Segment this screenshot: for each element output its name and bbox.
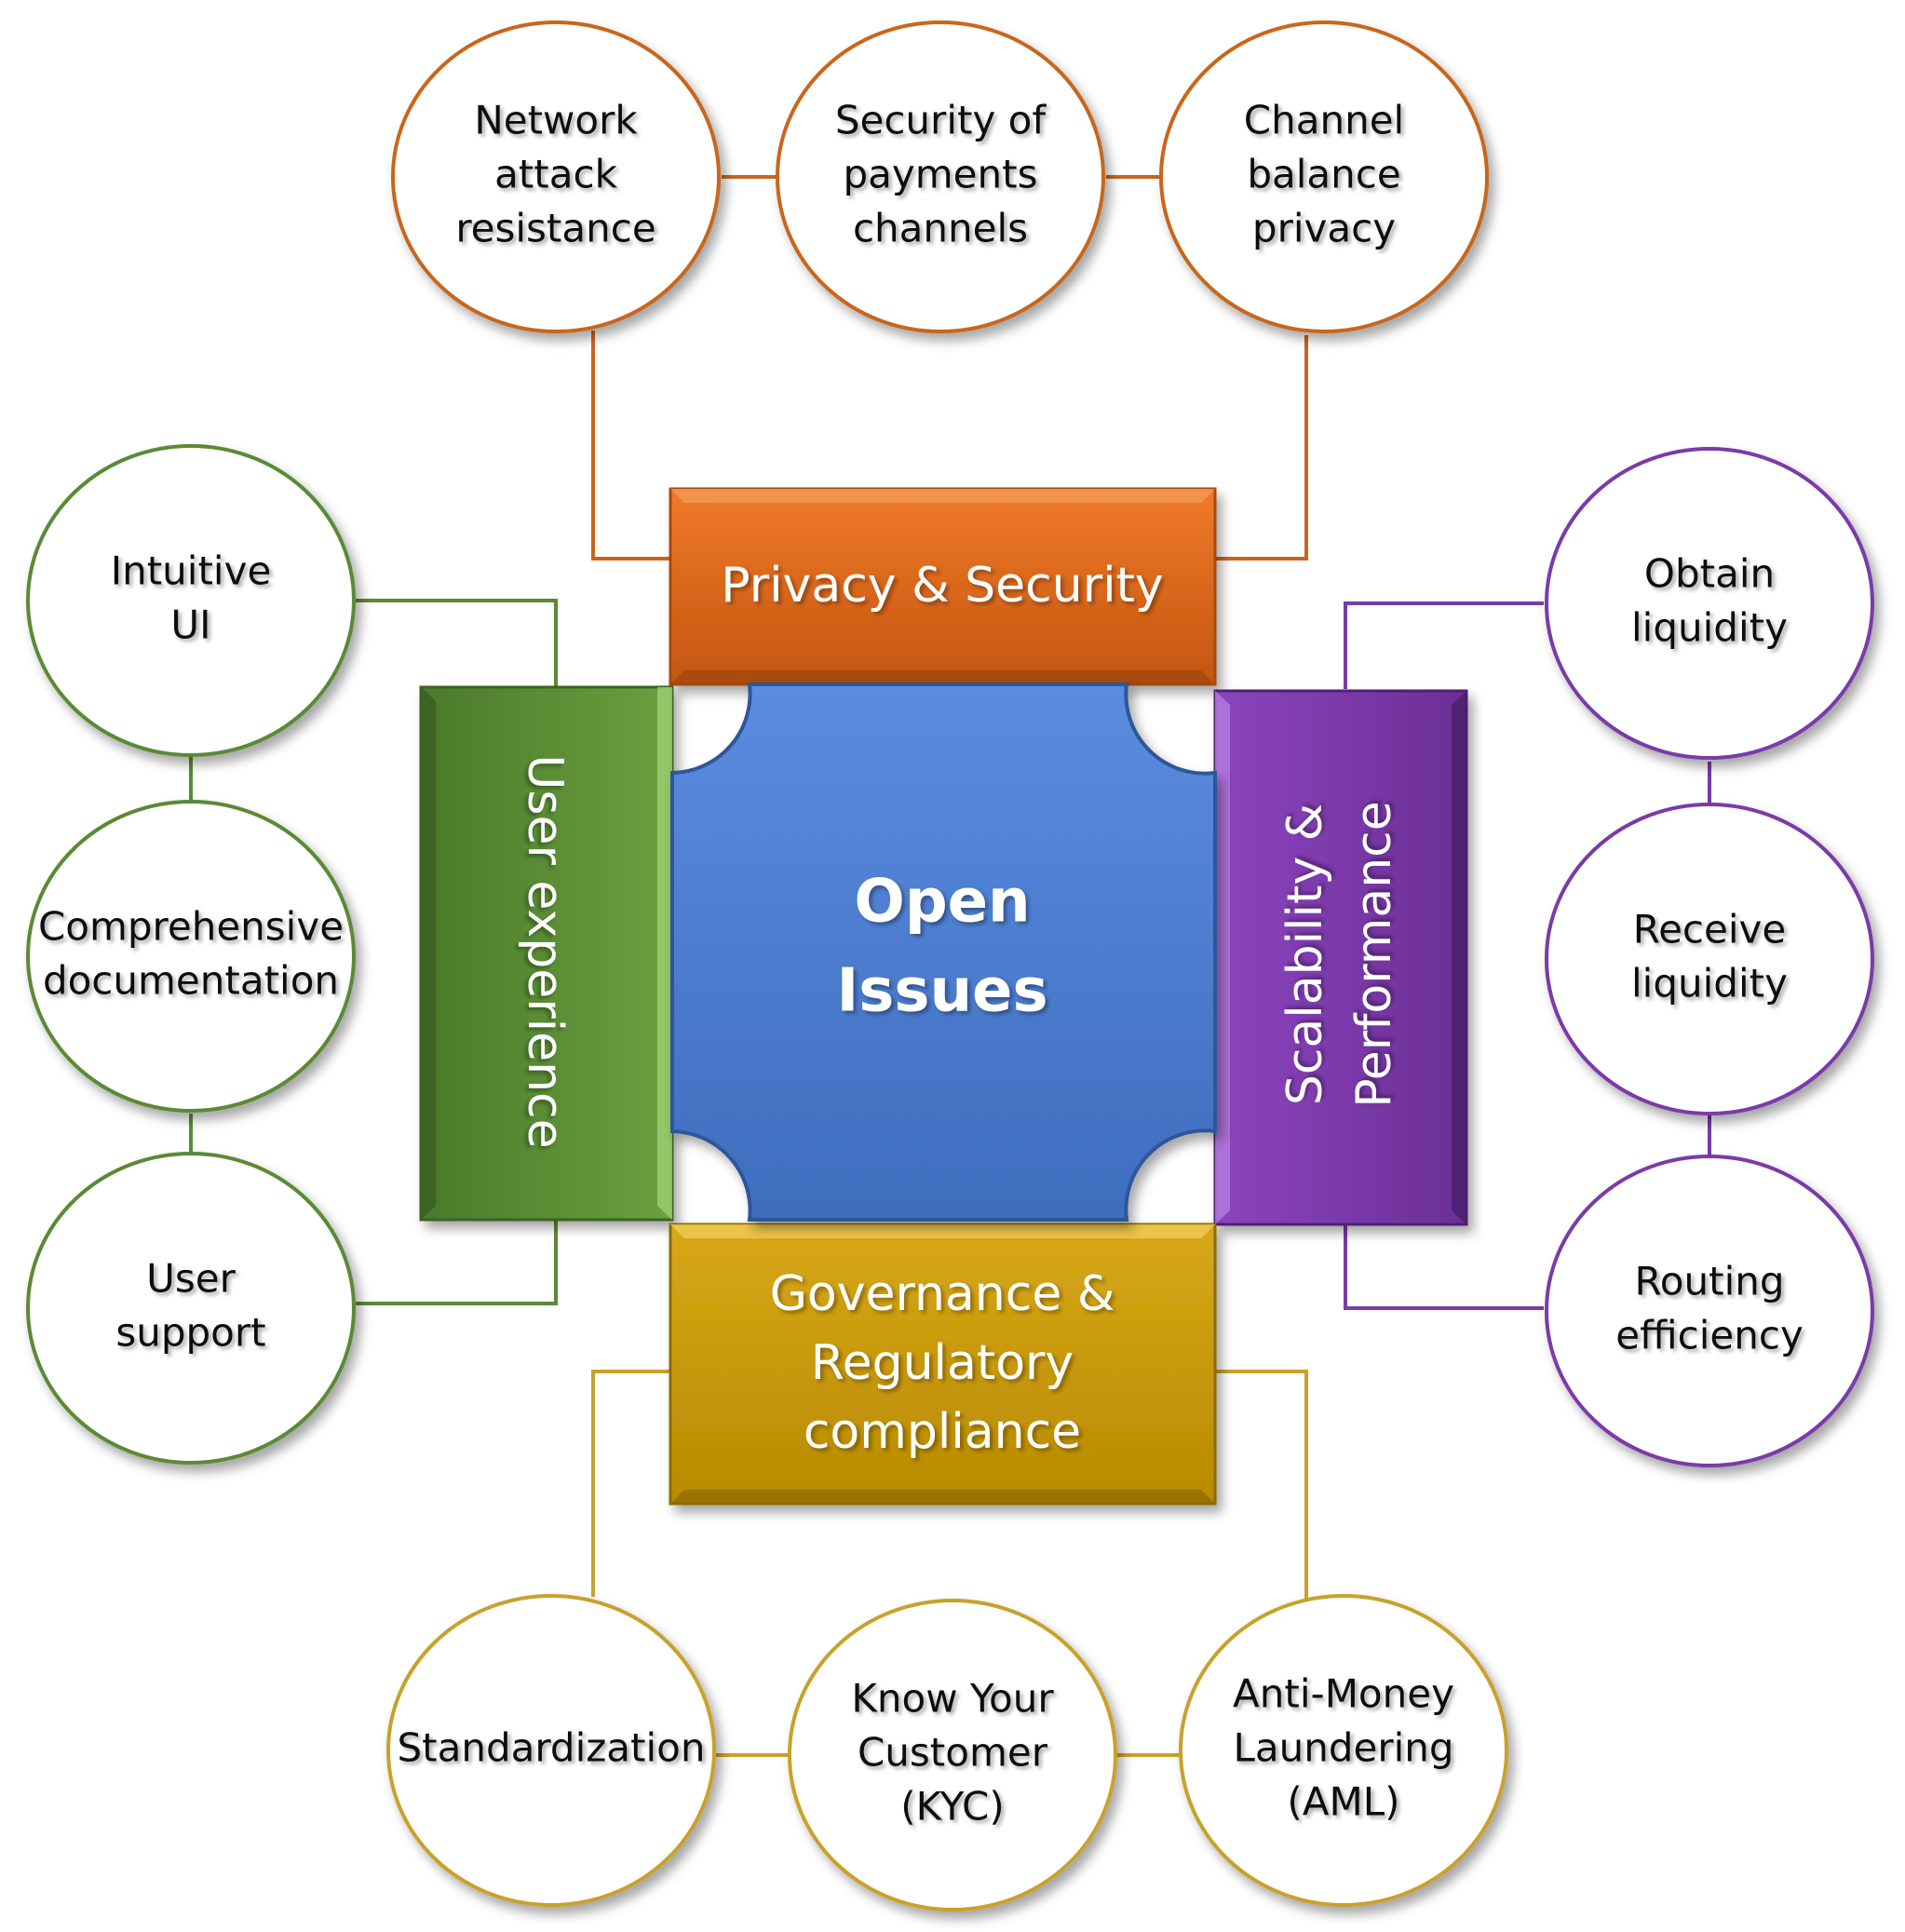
circle-documentation (26, 800, 356, 1113)
scalability-performance-label: Scalability &Performance (1277, 801, 1402, 1108)
category-scalability-performance (1213, 689, 1468, 1226)
connectors-privacy (591, 175, 1308, 561)
category-governance-compliance (669, 1223, 1217, 1506)
circle-obtain-liquidity (1545, 447, 1874, 760)
connectors-governance (591, 1370, 1308, 1757)
privacy-security-label: Privacy & Security (721, 558, 1163, 614)
circle-standardization (386, 1594, 716, 1907)
circle-receive-liquidity (1545, 803, 1874, 1115)
circle-aml (1179, 1594, 1508, 1907)
circle-network-attack (391, 20, 721, 333)
center-open-issues (670, 682, 1217, 1222)
circle-security-payments (776, 20, 1105, 333)
circle-user-support (26, 1152, 356, 1465)
circle-routing (1545, 1155, 1874, 1467)
circle-channel-balance (1159, 20, 1489, 333)
circle-intuitive-ui (26, 444, 356, 757)
category-user-experience (419, 685, 674, 1222)
category-privacy-security (669, 487, 1217, 686)
standardization-label: Standardization (398, 1725, 706, 1771)
connectors-ux (189, 599, 558, 1305)
connectors-scalability (1344, 601, 1711, 1310)
user-experience-label: User experience (517, 754, 573, 1148)
circle-kyc (788, 1599, 1117, 1912)
